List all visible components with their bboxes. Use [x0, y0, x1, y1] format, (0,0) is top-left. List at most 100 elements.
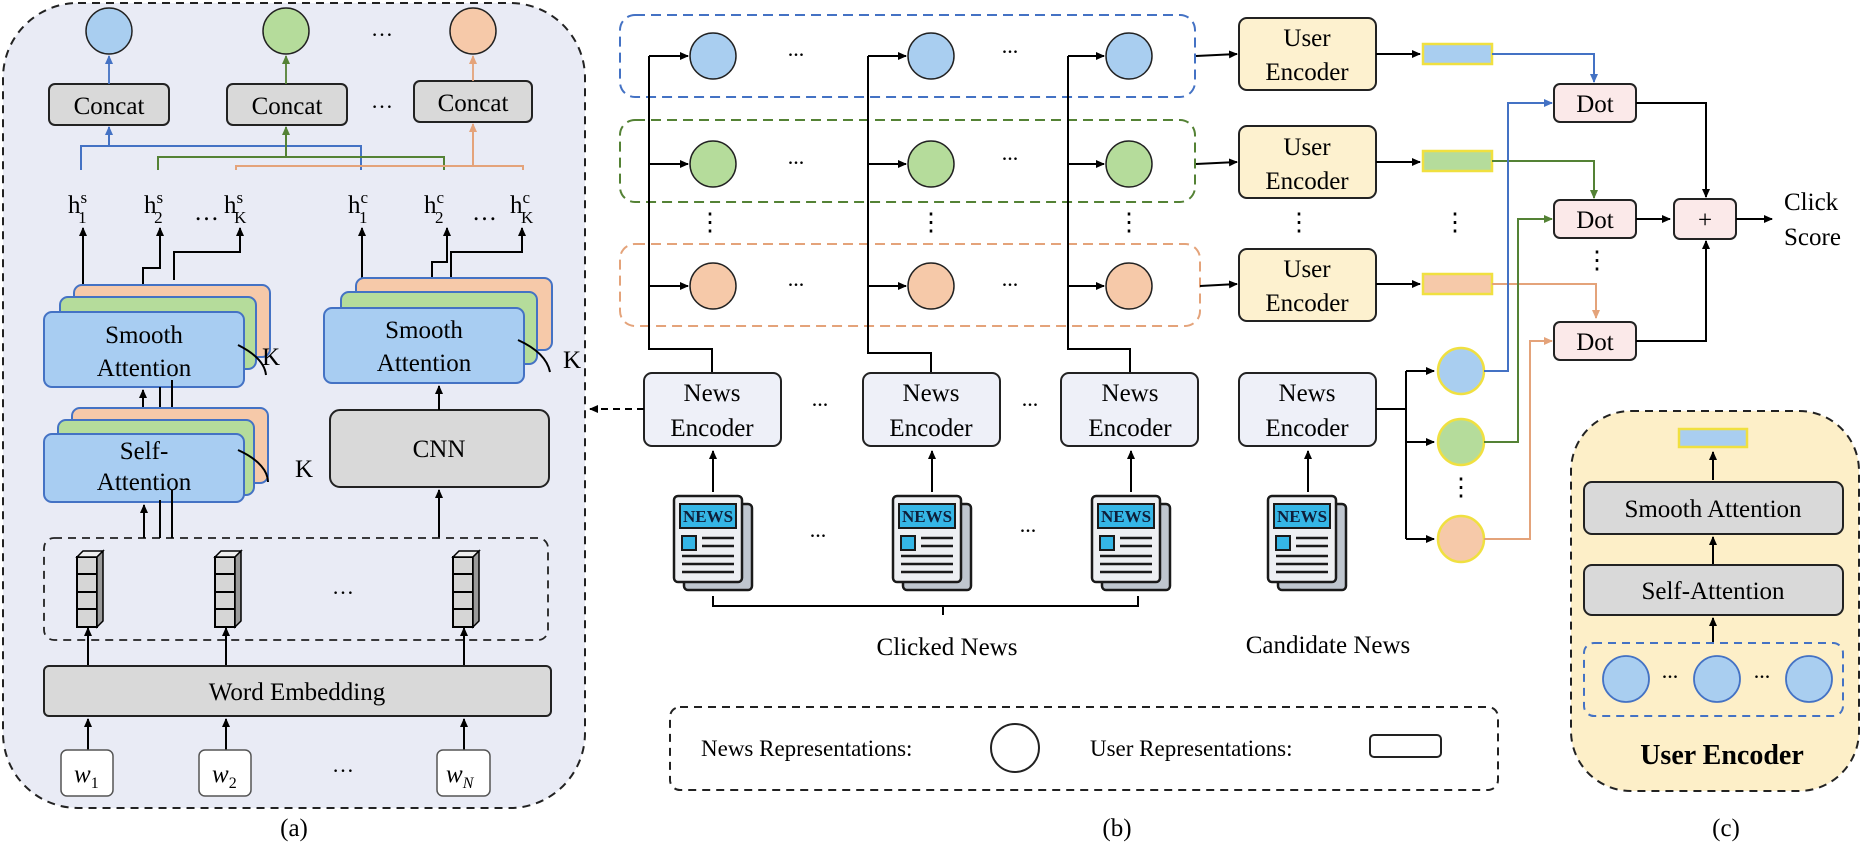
h-s-dots: …	[194, 199, 219, 226]
news-encoder-1-line1: News	[684, 380, 741, 407]
concat-ellipsis: …	[371, 88, 393, 113]
panel-c-self-attention-box	[1583, 564, 1844, 616]
panel-c-self-attention-label: Self-Attention	[1641, 578, 1785, 605]
candidate-rep-blue	[1436, 346, 1486, 396]
news-encoder-2-line2: Encoder	[889, 415, 973, 442]
clicked-news-label: Clicked News	[877, 634, 1018, 661]
user-encoder-2-line2: Encoder	[1265, 168, 1349, 195]
word-vector-ellipsis: …	[332, 574, 354, 599]
user-rep-orange	[1421, 272, 1494, 296]
word-input-n-label: wN	[446, 761, 475, 792]
word-vector-n	[452, 550, 480, 628]
svg-text:NEWS: NEWS	[1277, 507, 1327, 526]
dot-label-2: Dot	[1576, 207, 1614, 234]
user-rep-green	[1421, 149, 1494, 173]
concat-box-2	[226, 83, 348, 126]
word-vectors-container	[43, 537, 549, 641]
row-ellipsis: ...	[788, 144, 805, 169]
news-encoder-candidate-line2: Encoder	[1265, 415, 1349, 442]
panel-a-caption: (a)	[280, 815, 308, 842]
panel-c-input-1	[1602, 655, 1650, 703]
row-ellipsis: ...	[788, 36, 805, 61]
smooth-attention-box-right	[323, 307, 525, 384]
panel-a-background	[2, 2, 586, 809]
news-encoder-1-line2: Encoder	[670, 415, 754, 442]
encoder-ellipsis: ...	[812, 386, 829, 411]
clicked-rep-green-3	[1105, 140, 1153, 188]
row-ellipsis: ...	[1002, 140, 1019, 165]
k-label-smooth-right: K	[563, 347, 581, 374]
clicked-row-blue	[619, 14, 1196, 98]
row-vdots: ⋮	[919, 209, 944, 236]
panel-c-caption: (c)	[1712, 815, 1740, 842]
word-input-2-label: w2	[212, 761, 237, 792]
clicked-rep-orange-2	[907, 262, 955, 310]
output-node-blue	[85, 7, 133, 55]
user-encoder-3-line1: User	[1283, 256, 1331, 283]
row-ellipsis: ...	[1002, 266, 1019, 291]
word-vector-1	[76, 550, 104, 628]
output-node-green	[262, 7, 310, 55]
smooth-attention-left-line1: Smooth	[105, 322, 183, 349]
clicked-rep-orange-1	[689, 262, 737, 310]
panel-b: ... ... ... ... ... ... ⋮ ⋮ ⋮ User Encod…	[589, 14, 1841, 842]
smooth-attention-left-line2: Attention	[97, 355, 192, 382]
smooth-attention-box-left	[43, 311, 245, 388]
concat-label-3: Concat	[438, 90, 509, 117]
user-encoder-vdots: ⋮	[1287, 209, 1312, 236]
svg-text:NEWS: NEWS	[902, 507, 952, 526]
news-icon: NEWS	[1090, 494, 1172, 592]
smooth-attention-right-line1: Smooth	[385, 317, 463, 344]
news-icon-ellipsis: ...	[810, 517, 827, 542]
svg-text:hs1: hs1	[68, 188, 87, 227]
panel-c-smooth-attention-box	[1583, 481, 1844, 535]
user-encoder-output-bar	[1677, 427, 1749, 449]
panel-c: Smooth Attention Self-Attention ... ... …	[1570, 410, 1860, 842]
legend-news-swatch	[990, 723, 1040, 773]
click-score-line1: Click	[1784, 189, 1839, 216]
click-score-line2: Score	[1784, 224, 1841, 251]
top-ellipsis: …	[371, 16, 393, 41]
self-attention-line1: Self-	[120, 438, 169, 465]
smooth-attention-right-line2: Attention	[377, 350, 472, 377]
clicked-news-brace	[712, 596, 1139, 615]
row-vdots: ⋮	[1117, 209, 1142, 236]
news-encoder-candidate-line1: News	[1279, 380, 1336, 407]
panel-c-smooth-attention-label: Smooth Attention	[1624, 496, 1802, 523]
user-encoder-1-line1: User	[1283, 25, 1331, 52]
legend-news-label: News Representations:	[701, 736, 912, 761]
panel-c-title: User Encoder	[1640, 740, 1804, 771]
news-encoder-box-3	[1060, 372, 1199, 447]
concat-label-2: Concat	[252, 93, 323, 120]
news-icon: NEWS	[891, 494, 973, 592]
news-encoder-3-line2: Encoder	[1088, 415, 1172, 442]
svg-text:hc2: hc2	[424, 188, 445, 227]
clicked-rep-orange-3	[1105, 262, 1153, 310]
svg-text:NEWS: NEWS	[683, 507, 733, 526]
legend-box	[669, 706, 1499, 791]
dot-label-1: Dot	[1576, 91, 1614, 118]
user-encoder-1-line2: Encoder	[1265, 59, 1349, 86]
panel-c-ellipsis: ...	[1754, 658, 1771, 683]
self-attention-line2: Attention	[97, 469, 192, 496]
svg-text:hs2: hs2	[144, 188, 163, 227]
svg-text:NEWS: NEWS	[1101, 507, 1151, 526]
candidate-news-label: Candidate News	[1246, 632, 1411, 659]
concat-label-1: Concat	[74, 93, 145, 120]
word-embedding-box	[43, 665, 552, 717]
svg-text:hc1: hc1	[348, 188, 369, 227]
news-encoder-2-line1: News	[903, 380, 960, 407]
word-vector-2	[214, 550, 242, 628]
word-input-n	[436, 749, 491, 797]
word-input-ellipsis: …	[332, 752, 354, 777]
self-attention-box	[43, 433, 245, 503]
dot-label-3: Dot	[1576, 329, 1614, 356]
clicked-rep-green-1	[689, 140, 737, 188]
k-label-self: K	[295, 456, 313, 483]
encoder-ellipsis: ...	[1022, 386, 1039, 411]
panel-c-input-2	[1693, 655, 1741, 703]
